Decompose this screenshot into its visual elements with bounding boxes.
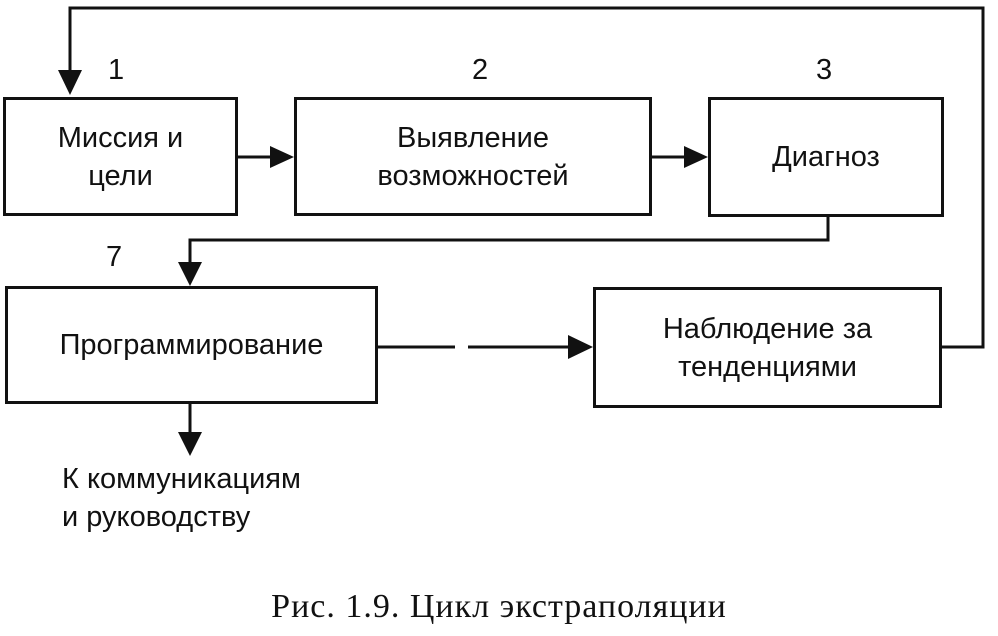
node-programming: Программирование <box>5 286 378 404</box>
node-label-programming: Программирование <box>59 329 324 361</box>
node-mission: Миссия и цели <box>3 97 238 216</box>
edge-diagnosis-programming <box>188 217 830 262</box>
arrowhead-programming <box>178 262 202 286</box>
arrowhead-trends <box>568 335 593 359</box>
output-note: К коммуникациям и руководству <box>62 463 301 533</box>
node-trends: Наблюдение за тенденциями <box>593 287 942 408</box>
node-label-opportunities: Выявление возможностей <box>377 121 569 192</box>
arrowhead-diagnosis <box>684 146 708 168</box>
node-number-diagnosis: 3 <box>816 54 833 86</box>
node-number-programming: 7 <box>106 241 123 273</box>
node-label-mission: Миссия и цели <box>57 121 184 192</box>
arrowhead-mission <box>58 70 82 95</box>
node-opportunities: Выявление возможностей <box>294 97 652 216</box>
node-label-diagnosis: Диагноз <box>772 141 880 173</box>
arrowhead-output <box>178 432 202 456</box>
edge-trends-mission <box>68 6 985 349</box>
node-label-trends: Наблюдение за тенденциями <box>662 312 873 383</box>
node-number-opportunities: 2 <box>472 54 489 86</box>
arrowhead-opportunities <box>270 146 294 168</box>
node-diagnosis: Диагноз <box>708 97 944 217</box>
figure-caption: Рис. 1.9. Цикл экстраполяции <box>271 588 727 625</box>
node-number-mission: 1 <box>108 54 125 86</box>
